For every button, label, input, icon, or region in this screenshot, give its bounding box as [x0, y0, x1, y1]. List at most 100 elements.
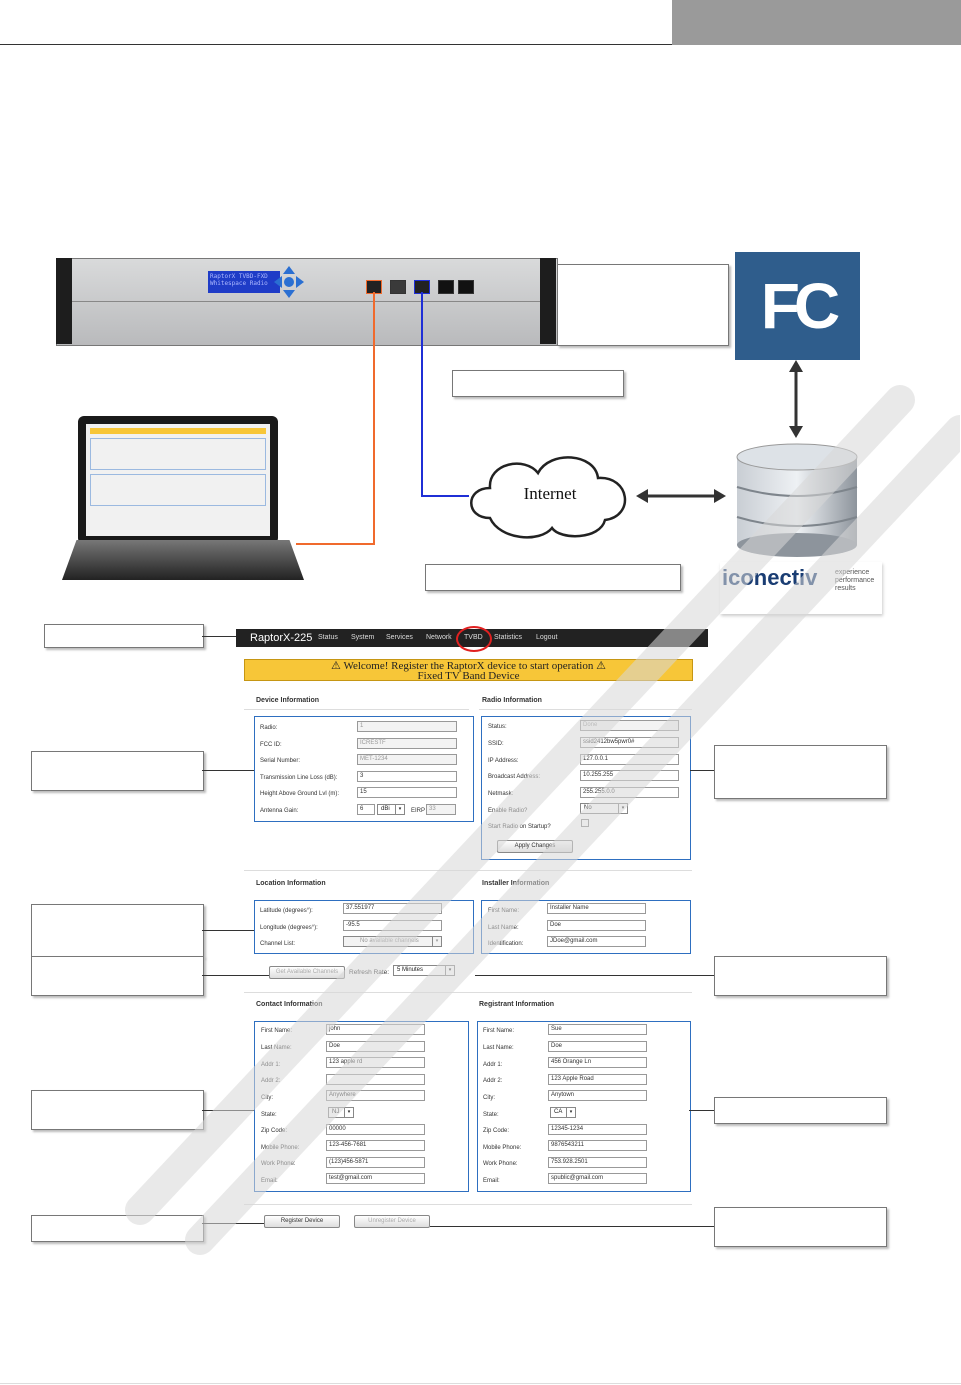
- registrant-first-label: First Name:: [483, 1028, 514, 1034]
- registrant-zip-label: Zip Code:: [483, 1128, 509, 1134]
- ethernet-cable-blue: [421, 292, 423, 496]
- ethernet-cable-red: [373, 292, 375, 544]
- ssid-field[interactable]: ssid2412bw5pwr0#: [580, 737, 679, 748]
- registrant-addr2-field[interactable]: 123 Apple Road: [548, 1074, 647, 1085]
- registrant-zip-field[interactable]: 12345-1234: [548, 1124, 647, 1135]
- menu-services[interactable]: Services: [386, 634, 413, 641]
- broadcast-label: Broadcast Address:: [488, 774, 540, 780]
- registrant-addr1-field[interactable]: 456 Orange Ln: [548, 1057, 647, 1068]
- installer-id-field[interactable]: JDoe@gmail.com: [547, 936, 646, 947]
- netmask-label: Netmask:: [488, 791, 513, 797]
- broadcast-field[interactable]: 10.255.255: [580, 770, 679, 781]
- contact-state-select[interactable]: NJ▾: [328, 1107, 354, 1118]
- serial-field[interactable]: MET-1234: [357, 754, 457, 765]
- ssid-label: SSID:: [488, 741, 504, 747]
- menu-status[interactable]: Status: [318, 634, 338, 641]
- callout-registrant: [714, 1097, 887, 1124]
- start-on-startup-checkbox[interactable]: [581, 819, 589, 827]
- menu-statistics[interactable]: Statistics: [494, 634, 522, 641]
- channel-list-select[interactable]: No available channels ▾: [343, 936, 442, 947]
- brand-tagline-2: performance: [835, 577, 874, 585]
- fccid-label: FCC ID:: [260, 742, 282, 748]
- contact-mobile-field[interactable]: 123-456-7681: [326, 1140, 425, 1151]
- ip-field[interactable]: 127.0.0.1: [580, 754, 679, 765]
- registrant-city-field[interactable]: Anytown: [548, 1090, 647, 1101]
- callout-register: [31, 1215, 204, 1242]
- leader-line: [202, 636, 236, 637]
- registrant-addr2-label: Addr 2:: [483, 1078, 502, 1084]
- contact-first-field[interactable]: john: [326, 1024, 425, 1035]
- contact-work-field[interactable]: (123)456-5871: [326, 1157, 425, 1168]
- port-4: [458, 280, 474, 294]
- get-channels-button[interactable]: Get Available Channels: [269, 966, 345, 979]
- registrant-addr1-label: Addr 1:: [483, 1062, 502, 1068]
- unregister-device-button[interactable]: Unregister Device: [354, 1215, 430, 1228]
- leader-line: [690, 770, 714, 771]
- contact-last-field[interactable]: Doe: [326, 1041, 425, 1052]
- registrant-state-select[interactable]: CA▾: [550, 1107, 576, 1118]
- leader-line: [475, 975, 714, 976]
- registrant-city-label: City:: [483, 1095, 495, 1101]
- apply-changes-button[interactable]: Apply Changes: [497, 840, 573, 853]
- contact-email-label: Email:: [261, 1178, 278, 1184]
- status-field[interactable]: Done: [580, 720, 679, 731]
- registrant-last-label: Last Name:: [483, 1045, 514, 1051]
- menu-logout[interactable]: Logout: [536, 634, 557, 641]
- divider: [244, 870, 692, 871]
- contact-city-label: City:: [261, 1095, 273, 1101]
- longitude-field[interactable]: -95.5: [343, 920, 442, 931]
- eirp-field[interactable]: 33: [426, 804, 456, 815]
- lcd-line-2: Whitespace Radio: [210, 280, 278, 287]
- registrant-email-field[interactable]: spublic@gmail.com: [548, 1173, 647, 1184]
- leader-line: [430, 1226, 714, 1227]
- gain-unit-select[interactable]: dBi▾: [377, 804, 405, 815]
- contact-email-field[interactable]: test@gmail.com: [326, 1173, 425, 1184]
- line-loss-field[interactable]: 3: [357, 771, 457, 782]
- registrant-state-label: State:: [483, 1112, 499, 1118]
- callout-nav: [44, 624, 204, 648]
- latitude-field[interactable]: 37.551977: [343, 903, 442, 914]
- leader-line: [202, 1223, 264, 1224]
- tvbd-highlight-circle: [456, 626, 492, 652]
- contact-city-field[interactable]: Anywhere: [326, 1090, 425, 1101]
- registrant-last-field[interactable]: Doe: [548, 1041, 647, 1052]
- channel-list-value: No available channels: [360, 938, 419, 944]
- rack-ear-left: [56, 258, 72, 344]
- app-title[interactable]: RaptorX-225: [250, 632, 312, 644]
- refresh-rate-select[interactable]: 5 Minutes▾: [393, 965, 455, 976]
- registrant-work-field[interactable]: 753.928.2501: [548, 1157, 647, 1168]
- leader-line: [689, 1110, 714, 1111]
- height-field[interactable]: 15: [357, 787, 457, 798]
- contact-first-label: First Name:: [261, 1028, 292, 1034]
- chevron-down-icon: ▾: [566, 1108, 575, 1117]
- registrant-mobile-field[interactable]: 9876543211: [548, 1140, 647, 1151]
- contact-addr1-field[interactable]: 123 apple rd: [326, 1057, 425, 1068]
- installer-last-field[interactable]: Doe: [547, 920, 646, 931]
- callout-get-channels: [31, 956, 204, 996]
- contact-addr2-field[interactable]: [326, 1074, 425, 1085]
- callout-database: [425, 564, 681, 591]
- netmask-field[interactable]: 255.255.0.0: [580, 787, 679, 798]
- chevron-down-icon: ▾: [344, 1108, 353, 1117]
- enable-radio-select[interactable]: No▾: [580, 803, 628, 814]
- installer-first-field[interactable]: Installer Name: [547, 903, 646, 914]
- radio-field[interactable]: 1: [357, 721, 457, 732]
- antenna-gain-field[interactable]: 6: [357, 804, 375, 815]
- longitude-label: Longitude (degrees°):: [260, 925, 318, 931]
- register-device-button[interactable]: Register Device: [264, 1215, 340, 1228]
- location-info-title: Location Information: [256, 880, 326, 887]
- menu-system[interactable]: System: [351, 634, 374, 641]
- contact-zip-field[interactable]: 00000: [326, 1124, 425, 1135]
- internet-label: Internet: [510, 484, 590, 504]
- menu-network[interactable]: Network: [426, 634, 452, 641]
- header-rule: [0, 44, 672, 45]
- callout-radio: [557, 264, 729, 346]
- registrant-first-field[interactable]: Sue: [548, 1024, 647, 1035]
- laptop-keyboard: [62, 540, 304, 580]
- fccid-field[interactable]: ICRESTF: [357, 738, 457, 749]
- fcc-logo: FC: [735, 252, 860, 360]
- enable-radio-label: Enable Radio?: [488, 808, 527, 814]
- chevron-down-icon: ▾: [432, 937, 441, 946]
- line-loss-label: Transmission Line Loss (dB):: [260, 775, 337, 781]
- installer-info-title: Installer Information: [482, 880, 549, 887]
